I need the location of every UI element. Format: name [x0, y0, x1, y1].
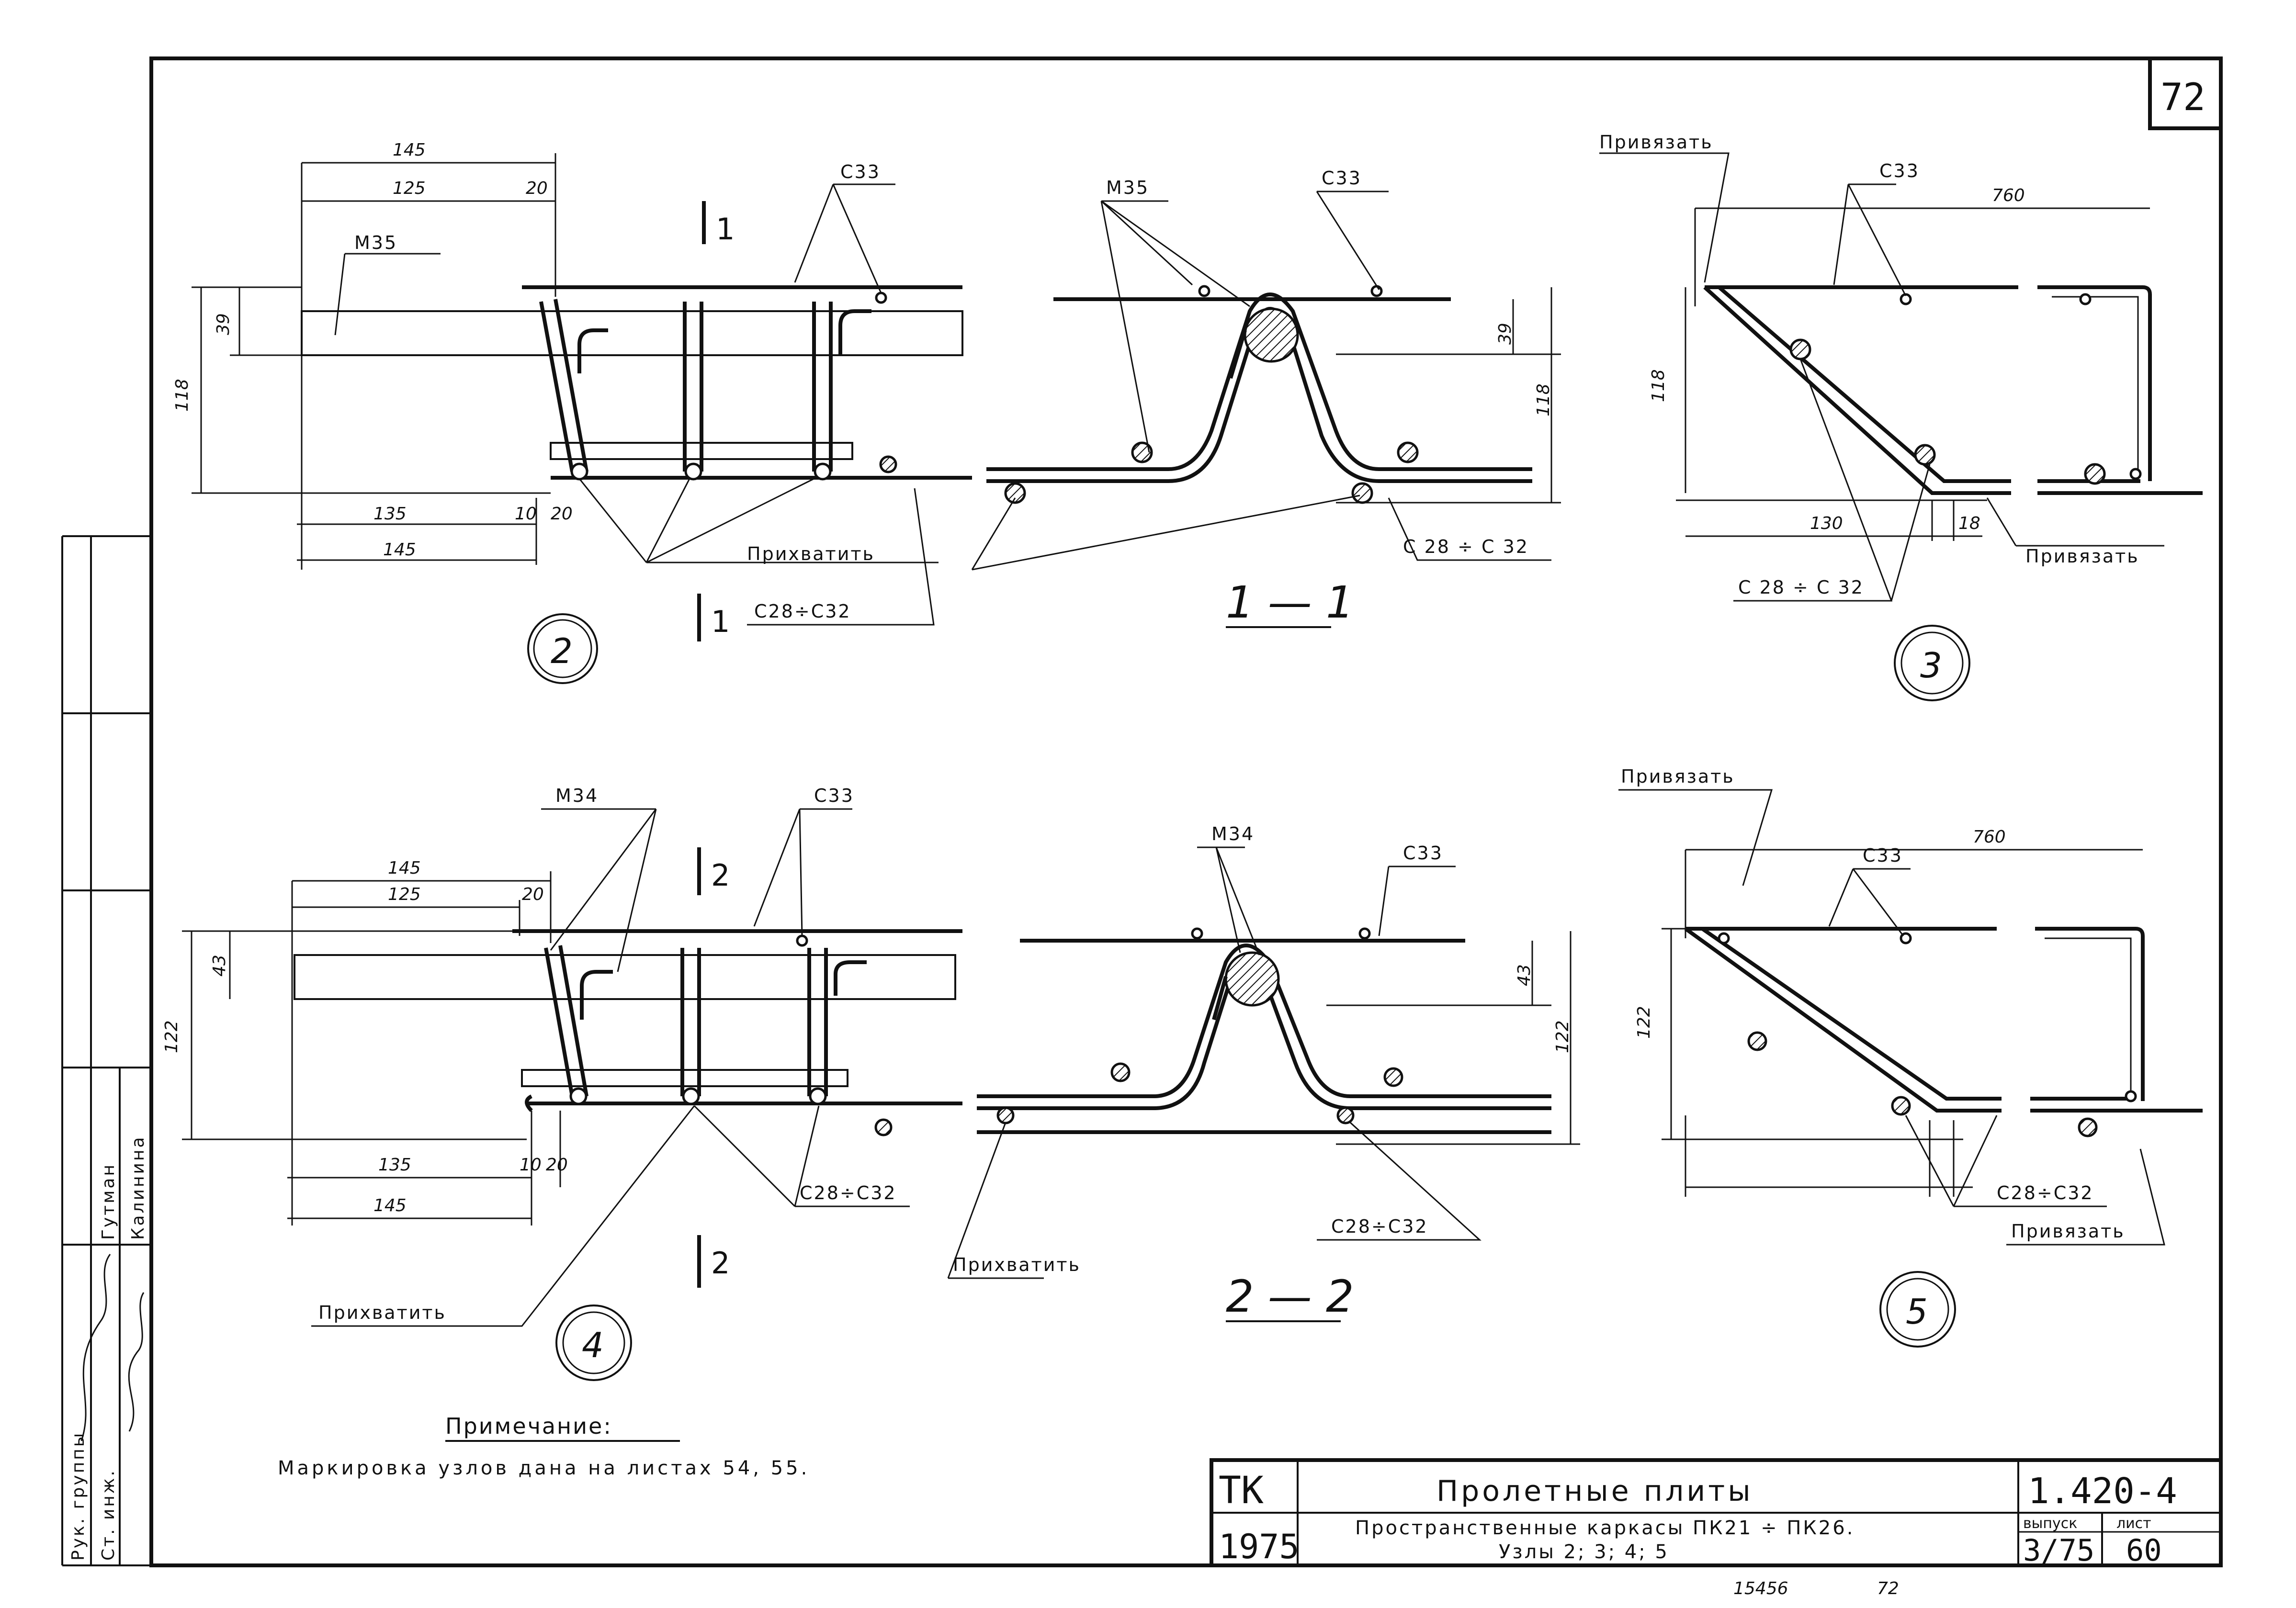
dim-39: 39 — [214, 313, 233, 335]
label-c28-c32-section-2: С28÷С32 — [1331, 1216, 1428, 1237]
dim-145-bottom: 145 — [383, 540, 416, 560]
stamp-name-gutman: Гутман — [99, 1163, 118, 1240]
footer-page: 72 — [1877, 1579, 1899, 1598]
cut-mark-1-top: 1 — [716, 212, 735, 247]
tb-issue: 3/75 — [2023, 1533, 2094, 1568]
label-c28-c32-node4: С28÷С32 — [800, 1182, 897, 1203]
label-c28-c32-node5: С28÷С32 — [1997, 1182, 2094, 1203]
cut-mark-1-bottom: 1 — [711, 604, 730, 639]
footer-inv: 15456 — [1733, 1579, 1788, 1598]
tb-sheet: 60 — [2126, 1533, 2162, 1568]
cut-mark-2-bottom: 2 — [711, 1246, 730, 1281]
tb-title: Пролетные плиты — [1436, 1474, 1753, 1508]
dim-20-node4-top: 20 — [522, 885, 544, 904]
node-2-drawing: 145 125 20 39 118 135 10 20 145 М35 С33 … — [172, 140, 972, 684]
dim-118-section: 118 — [1534, 383, 1553, 416]
node-number-2: 2 — [551, 631, 573, 671]
node-5-drawing: 760 122 Привязать С33 С28÷С32 Привязать … — [1618, 766, 2203, 1348]
signature-2 — [128, 1292, 145, 1432]
label-privyazat-node5-bottom: Привязать — [2011, 1221, 2125, 1242]
dim-18: 18 — [1958, 514, 1980, 533]
dim-760-node3: 760 — [1992, 186, 2025, 205]
dim-125: 125 — [393, 179, 426, 198]
node-number-3: 3 — [1920, 645, 1942, 686]
stamp-name-kalinina: Калинина — [128, 1135, 148, 1240]
node-4-drawing: 145 125 20 43 122 135 10 20 145 М34 С33 … — [162, 785, 962, 1381]
label-m35: М35 — [354, 232, 397, 253]
dim-125-node4: 125 — [388, 885, 421, 904]
tb-year: 1975 — [1219, 1527, 1300, 1566]
dim-122-section: 122 — [1553, 1020, 1572, 1053]
dim-118-node3: 118 — [1649, 369, 1668, 402]
sheet-number: 72 — [2160, 76, 2206, 119]
tb-issue-label: выпуск — [2023, 1515, 2077, 1532]
node-number-4: 4 — [582, 1325, 604, 1365]
note-text: Маркировка узлов дана на листах 54, 55. — [278, 1457, 810, 1479]
label-privyazat-node3-top: Привязать — [1599, 132, 1713, 153]
dim-135: 135 — [373, 504, 407, 524]
dim-122: 122 — [162, 1020, 181, 1053]
tb-subtitle-1: Пространственные каркасы ПК21 ÷ ПК26. — [1355, 1517, 1855, 1539]
dim-130: 130 — [1810, 514, 1843, 533]
dim-10: 10 — [515, 504, 537, 524]
node-number-5: 5 — [1906, 1292, 1928, 1332]
label-c33-section-2: С33 — [1403, 843, 1443, 864]
label-c33-section: С33 — [1322, 168, 1362, 189]
section-2-2-drawing: 43 122 М34 С33 Прихватить С28÷С32 2 — 2 — [947, 823, 1580, 1322]
dim-20-bottom: 20 — [551, 504, 573, 524]
section-title-2-2: 2 — 2 — [1226, 1271, 1354, 1322]
dim-122-node5: 122 — [1634, 1006, 1654, 1039]
stamp-row-lead: Рук. группы — [68, 1431, 88, 1561]
section-1-1-drawing: 39 118 М35 С33 С 28 ÷ С 32 1 — 1 — [971, 168, 1561, 628]
label-privatit-node4: Прихватить — [318, 1302, 446, 1323]
label-c28-c32-section: С 28 ÷ С 32 — [1403, 536, 1529, 557]
dim-118: 118 — [172, 379, 192, 412]
stamp-row-engineer: Ст. инж. — [99, 1469, 118, 1561]
label-privyazat-node5-top: Привязать — [1621, 766, 1735, 787]
label-privatit-section: Прихватить — [953, 1254, 1081, 1275]
label-c33-node4: С33 — [814, 785, 854, 806]
dim-10-node4: 10 — [520, 1155, 542, 1175]
dim-145-node4-top: 145 — [388, 858, 421, 878]
dim-43: 43 — [210, 955, 229, 977]
signature-1 — [80, 1254, 111, 1441]
label-c33-node5: С33 — [1863, 845, 1903, 866]
label-c33-node3: С33 — [1879, 160, 1920, 181]
label-m34-section: М34 — [1211, 823, 1255, 844]
label-m34: М34 — [555, 785, 599, 806]
dim-760-node5: 760 — [1973, 827, 2006, 847]
note-title: Примечание: — [445, 1413, 612, 1439]
dim-20-top: 20 — [526, 179, 548, 198]
tb-code: 1.420-4 — [2028, 1471, 2177, 1512]
tb-sheet-label: лист — [2116, 1515, 2151, 1532]
tb-org: ТК — [1219, 1469, 1264, 1512]
dim-145-node4-bottom: 145 — [373, 1196, 407, 1215]
label-c28-c32: С28÷С32 — [754, 601, 851, 622]
label-c28-c32-node3: С 28 ÷ С 32 — [1738, 577, 1864, 598]
dim-39-section: 39 — [1495, 323, 1515, 345]
dim-20-node4-bottom: 20 — [546, 1155, 568, 1175]
dim-43-section: 43 — [1515, 964, 1534, 986]
tb-subtitle-2: Узлы 2; 3; 4; 5 — [1499, 1541, 1669, 1563]
sheet-frame: 72 — [149, 56, 2223, 1567]
note-block: Примечание: Маркировка узлов дана на лис… — [278, 1413, 810, 1479]
node-3-drawing: 760 118 130 18 Привязать С33 С 28 ÷ С 32… — [1599, 132, 2203, 701]
label-c33: С33 — [840, 161, 881, 182]
side-stamp: Рук. группы Ст. инж. Гутман Калинина — [61, 535, 151, 1566]
cut-mark-2-top: 2 — [711, 858, 730, 893]
section-title-1-1: 1 — 1 — [1226, 577, 1354, 628]
dim-145-top: 145 — [393, 140, 426, 160]
label-privatit: Прихватить — [747, 543, 875, 564]
dim-135-node4: 135 — [378, 1155, 411, 1175]
label-privyazat-node3-bottom: Привязать — [2025, 546, 2139, 567]
label-m35-section: М35 — [1106, 177, 1149, 198]
title-block: ТК 1975 Пролетные плиты Пространственные… — [1210, 1458, 2223, 1568]
